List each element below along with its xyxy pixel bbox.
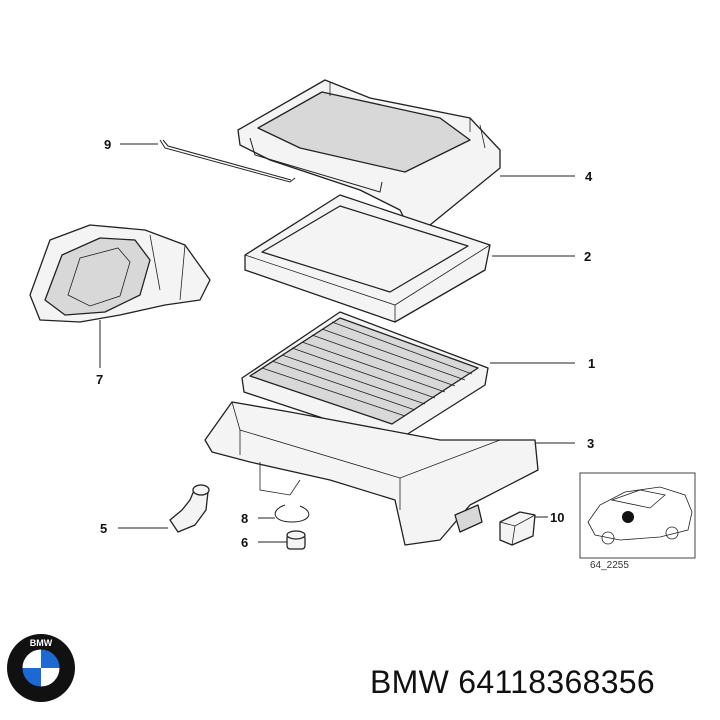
location-marker-dot — [622, 511, 634, 523]
part-7-intake-duct — [29, 224, 211, 323]
part-5-hose — [169, 484, 210, 533]
callout-1: 1 — [588, 356, 595, 371]
reference-code: 64_2255 — [590, 560, 629, 571]
callout-10: 10 — [550, 510, 564, 525]
callout-6: 6 — [241, 535, 248, 550]
part-9-wire-clip — [159, 137, 383, 193]
callout-4: 4 — [585, 169, 593, 184]
part-3-housing-tray — [204, 401, 539, 546]
bmw-logo: BMW — [7, 634, 75, 702]
part-8-clamp — [274, 504, 310, 523]
inset-vehicle-location: 64_2255 — [579, 472, 696, 571]
part-10-cap — [499, 511, 536, 546]
callout-5: 5 — [100, 521, 107, 536]
part-number-title: BMW 64118368356 — [370, 664, 655, 700]
logo-lettering: BMW — [30, 638, 53, 648]
callout-2: 2 — [584, 249, 591, 264]
leader-lines — [99, 143, 575, 543]
callout-8: 8 — [241, 511, 248, 526]
part-6-grommet — [286, 530, 306, 550]
callout-9: 9 — [104, 137, 111, 152]
part-1-filter-element — [241, 311, 489, 443]
callout-3: 3 — [587, 436, 594, 451]
callout-7: 7 — [96, 372, 103, 387]
part-2-filter-frame — [244, 194, 491, 323]
